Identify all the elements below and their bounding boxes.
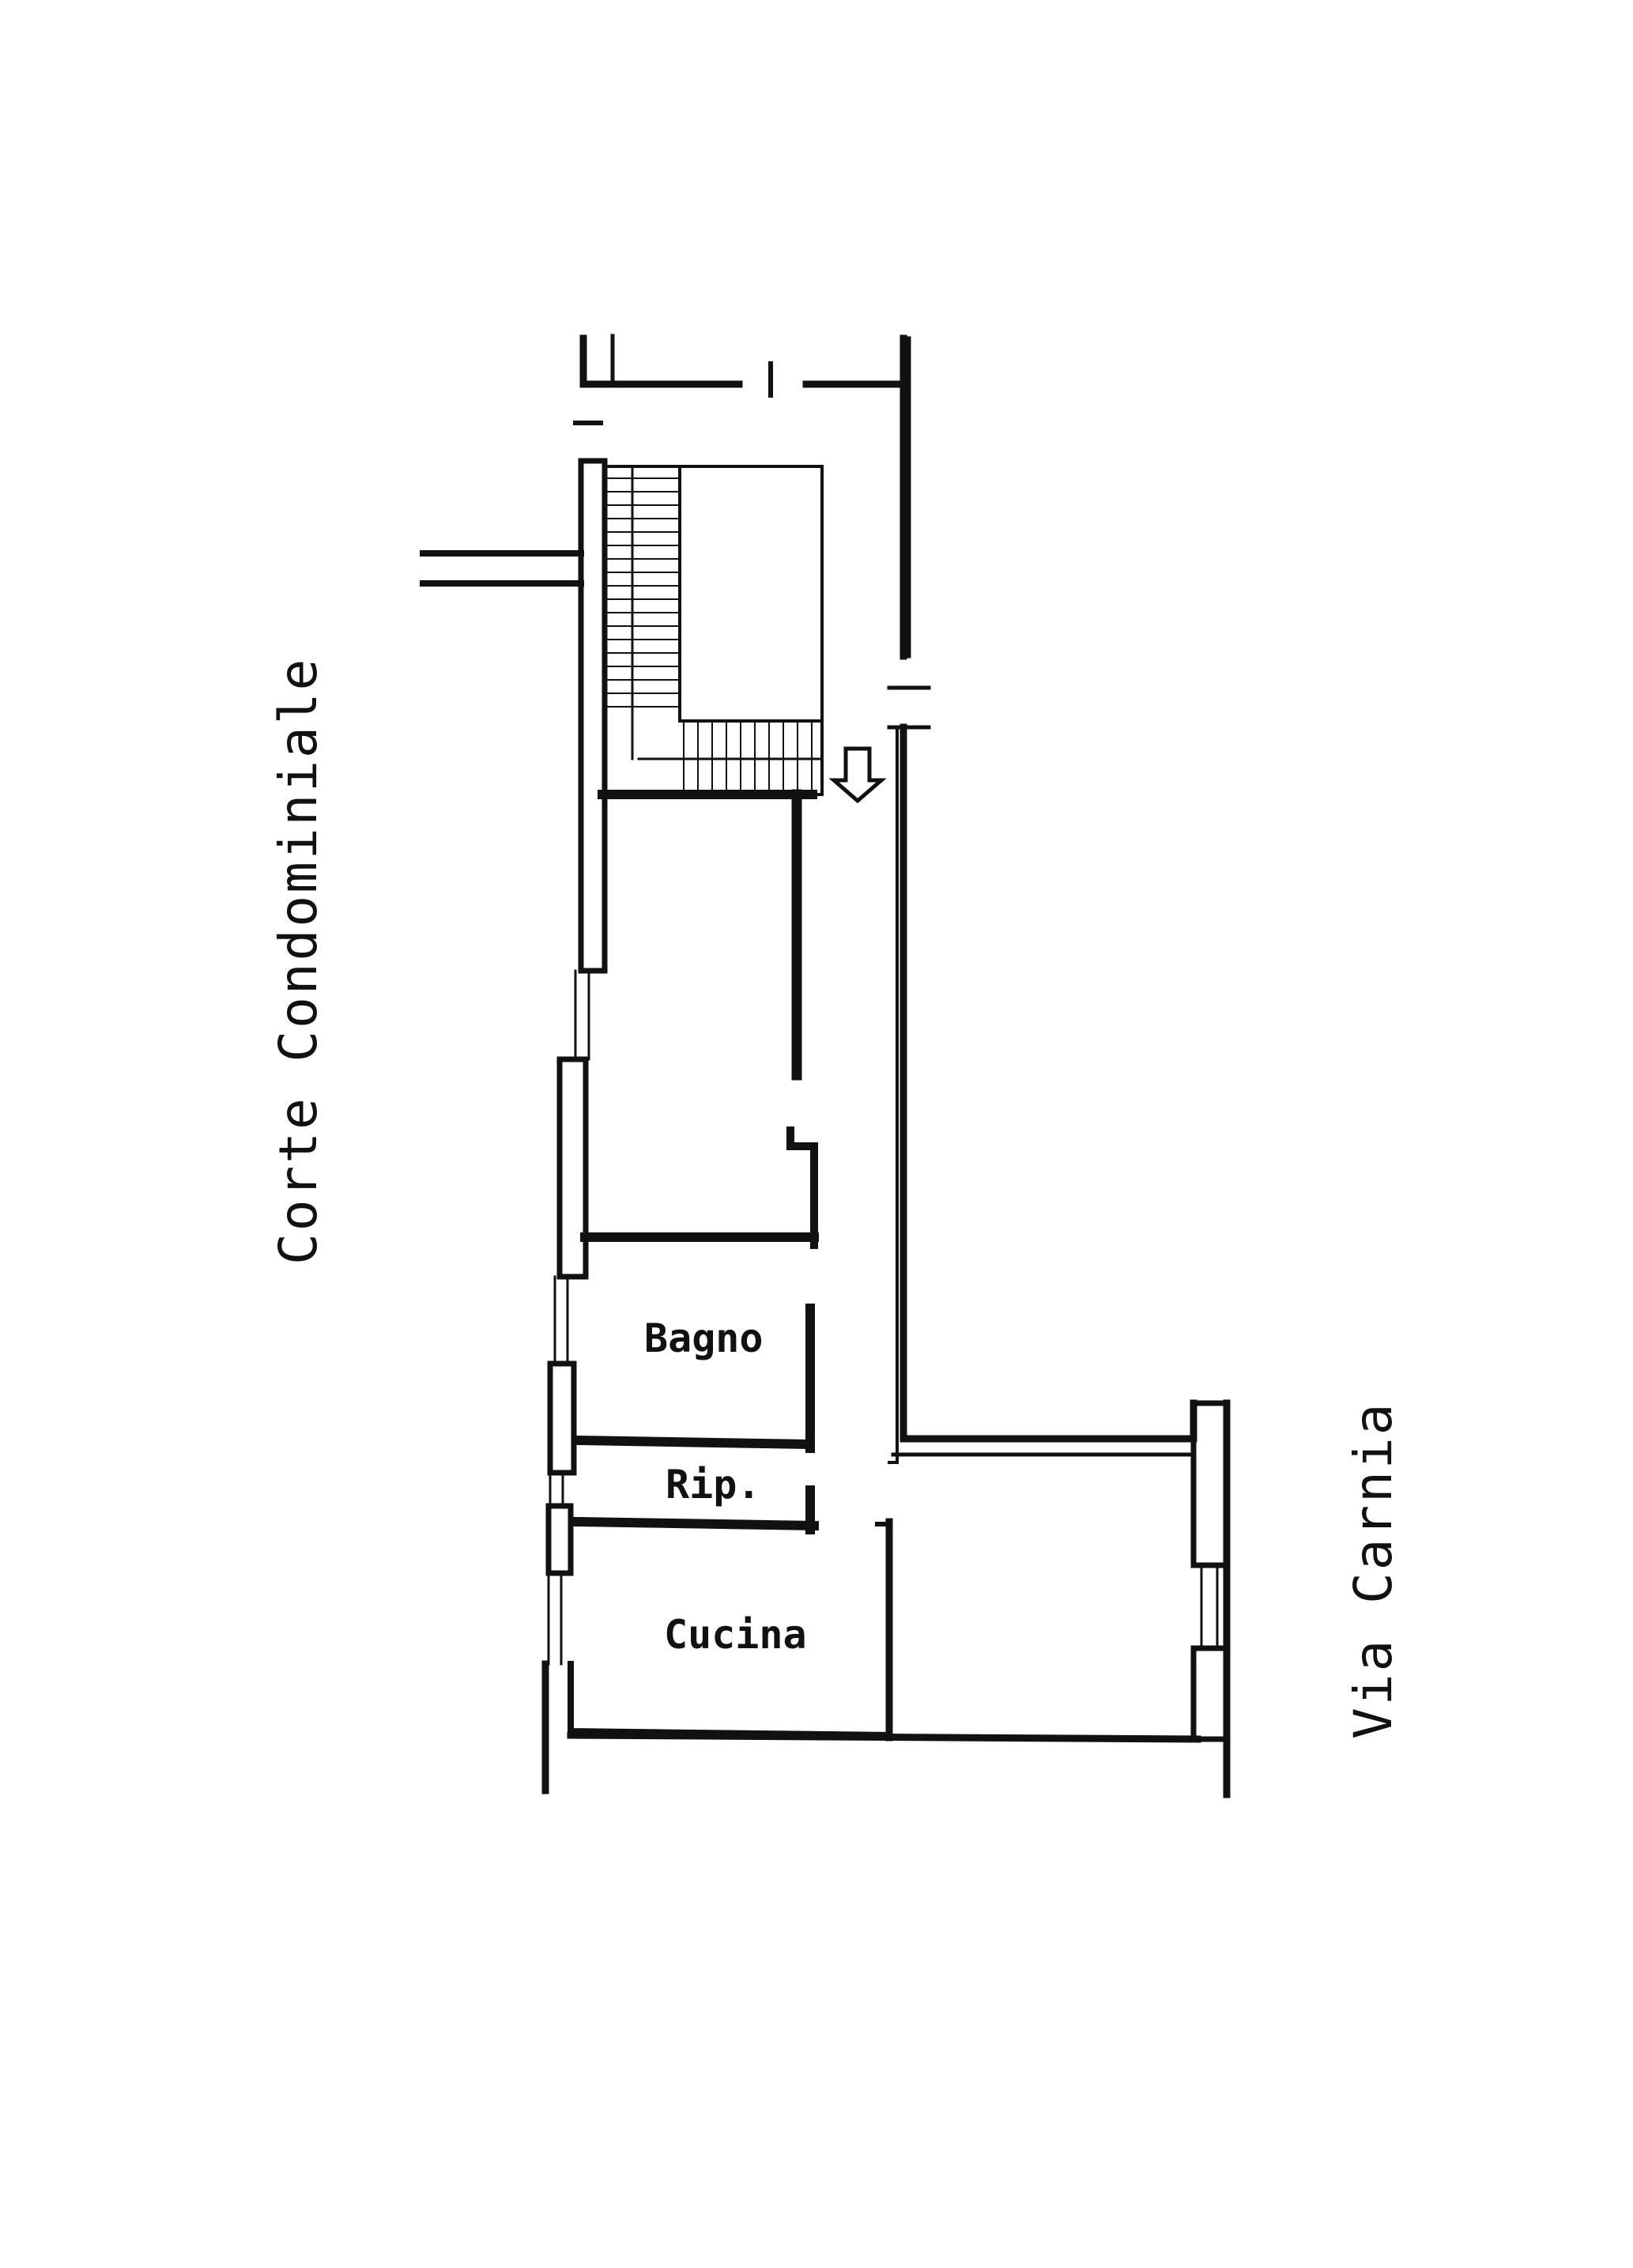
room-label-bathroom: Bagno xyxy=(644,1315,764,1361)
room-label-kitchen: Cucina xyxy=(664,1612,807,1658)
left-wall-mid xyxy=(556,1056,589,1280)
top-left-wall xyxy=(579,334,743,388)
wall-bagno-bottom xyxy=(571,1435,816,1450)
room-label-storage: Rip. xyxy=(666,1462,760,1508)
courtyard-label: Corte Condominiale xyxy=(268,657,329,1265)
entrance-arrow-icon xyxy=(828,746,887,804)
left-wall-upper xyxy=(578,458,608,974)
walls xyxy=(420,334,1231,1798)
stair-flight-lower xyxy=(683,721,813,791)
partition-jog xyxy=(786,1126,818,1249)
stair-treads xyxy=(605,477,680,708)
wall-rip-bottom xyxy=(571,1516,820,1531)
street-label: Via Carnia xyxy=(1343,1402,1404,1739)
left-wall-rip xyxy=(545,1503,574,1576)
bottom-wall xyxy=(567,1731,1201,1743)
